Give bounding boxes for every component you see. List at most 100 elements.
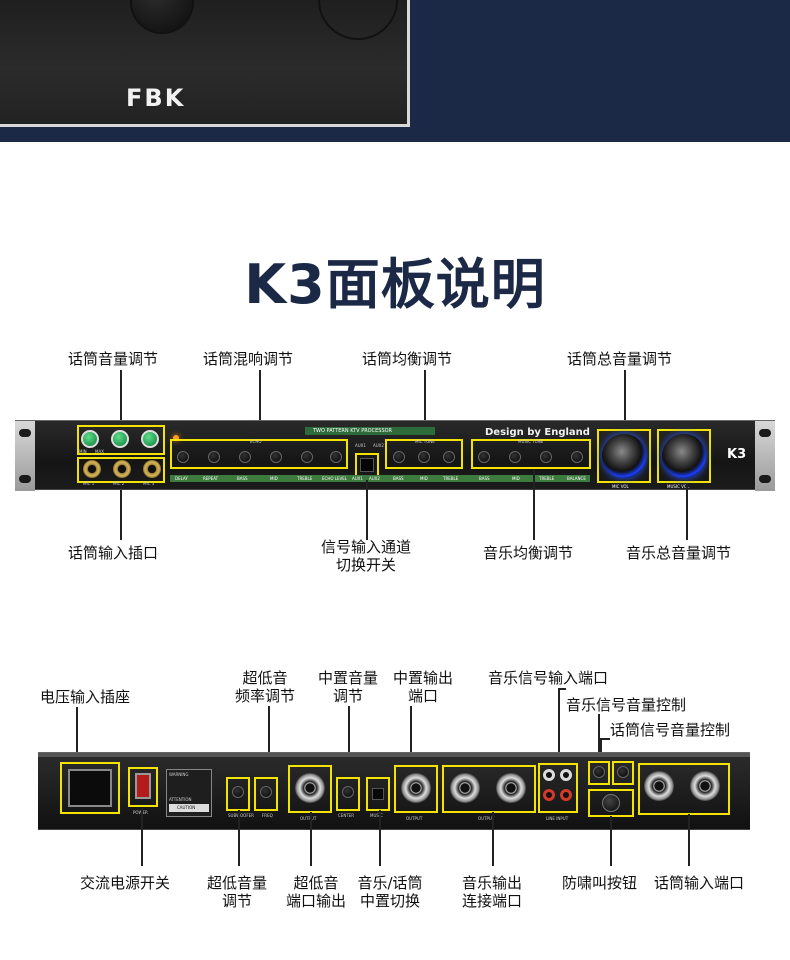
rear-panel-device: POWER WARNING ATTENTION CAUTION SUBWOOFE… xyxy=(38,752,750,830)
pointer-line xyxy=(310,812,312,866)
mic-input-xlr-2[interactable] xyxy=(690,771,720,801)
highlight-mic-vol-ctrl xyxy=(612,761,634,785)
label-ac-switch: 交流电源开关 xyxy=(80,874,171,892)
mic-mid-knob[interactable] xyxy=(418,451,430,463)
center-output-xlr[interactable] xyxy=(401,773,431,803)
echo-treble-knob[interactable] xyxy=(301,451,313,463)
rack-slot xyxy=(19,475,31,483)
music-mic-center-switch[interactable] xyxy=(372,788,384,800)
pointer-line xyxy=(533,470,535,540)
mic1-input-jack[interactable] xyxy=(83,460,101,478)
music-output-label: OUTPUT xyxy=(478,816,495,821)
mic2-volume-knob[interactable] xyxy=(111,430,129,448)
highlight-sub-frequency xyxy=(254,777,278,811)
pointer-line xyxy=(238,810,240,866)
subwoofer-output-xlr[interactable] xyxy=(295,773,325,803)
music-signal-volume-knob[interactable] xyxy=(593,766,605,778)
subwoofer-frequency-knob[interactable] xyxy=(260,786,272,798)
mic-vol-label: MIC VOL xyxy=(612,484,629,489)
center-label: CENTER xyxy=(338,813,355,818)
music-output-right-xlr[interactable] xyxy=(496,773,526,803)
power-label: POWER xyxy=(133,810,148,815)
mic-master-volume-knob[interactable] xyxy=(602,434,646,478)
pointer-line xyxy=(688,814,690,866)
label-strip xyxy=(170,475,590,482)
strip-label: MID xyxy=(512,476,520,481)
highlight-music-output xyxy=(442,765,536,813)
label-music-vol-ctrl: 音乐信号音量控制 xyxy=(566,696,687,714)
mic-signal-volume-knob[interactable] xyxy=(617,766,629,778)
pointer-line xyxy=(120,370,122,422)
strip-label: TREBLE xyxy=(297,476,313,481)
strip-label: BASS xyxy=(393,476,404,481)
caution-badge xyxy=(169,804,209,812)
music-mid-knob[interactable] xyxy=(509,451,521,463)
line-input-rca-3[interactable] xyxy=(543,789,555,801)
music-output-left-xlr[interactable] xyxy=(450,773,480,803)
pointer-line xyxy=(268,706,270,758)
strip-label: DELAY xyxy=(175,476,188,481)
balance-knob[interactable] xyxy=(571,451,583,463)
label-music-out-line2: 连接端口 xyxy=(461,892,522,910)
music-switch-label: MUSIC xyxy=(370,813,383,818)
pointer-line xyxy=(259,370,261,422)
line-input-rca-4[interactable] xyxy=(560,789,572,801)
label-music-out-line1: 音乐输出 xyxy=(461,874,522,892)
line-input-rca-1[interactable] xyxy=(543,769,555,781)
mic-treble-knob[interactable] xyxy=(443,451,455,463)
strip-label: MID xyxy=(270,476,278,481)
label-anti-howl: 防啸叫按钮 xyxy=(562,874,638,892)
warning-heading: WARNING xyxy=(169,772,189,777)
label-mic-eq: 话筒均衡调节 xyxy=(362,350,453,368)
rack-slot xyxy=(759,429,771,437)
rack-slot xyxy=(759,475,771,483)
music-bass-knob[interactable] xyxy=(478,451,490,463)
echo-bass-knob[interactable] xyxy=(239,451,251,463)
subwoofer-volume-knob[interactable] xyxy=(232,786,244,798)
label-sub-freq-line2: 频率调节 xyxy=(234,687,295,705)
pointer-line xyxy=(624,370,626,428)
mic-bass-knob[interactable] xyxy=(393,451,405,463)
label-power-input: 电压输入插座 xyxy=(40,688,131,706)
mic3-input-jack[interactable] xyxy=(143,460,161,478)
music-treble-knob[interactable] xyxy=(540,451,552,463)
highlight-mic-volume xyxy=(77,425,165,455)
design-tagline: Design by England xyxy=(485,427,590,438)
label-center-vol-line1: 中置音量 xyxy=(317,669,378,687)
label-center-vol-line2: 调节 xyxy=(332,687,363,705)
power-inlet-socket[interactable] xyxy=(68,769,112,807)
label-sub-out-line1: 超低音 xyxy=(293,874,339,892)
echo-level-knob[interactable] xyxy=(330,451,342,463)
pointer-line xyxy=(600,738,610,740)
knob-max-label: MAX xyxy=(95,449,104,454)
highlight-mic-master xyxy=(597,429,651,483)
label-sub-out-line2: 端口输出 xyxy=(285,892,346,910)
delay-knob[interactable] xyxy=(177,451,189,463)
label-sub-vol-line2: 调节 xyxy=(221,892,252,910)
knob-min-label: MIN xyxy=(79,449,87,454)
line-input-rca-2[interactable] xyxy=(560,769,572,781)
mic2-input-jack[interactable] xyxy=(113,460,131,478)
highlight-ac-switch xyxy=(128,767,158,807)
mic3-volume-knob[interactable] xyxy=(141,430,159,448)
brand-logo: FBK xyxy=(126,84,186,112)
strip-label: AUX2 xyxy=(369,476,380,481)
aux2-label: AUX2 xyxy=(373,443,384,448)
anti-howl-button[interactable] xyxy=(602,794,620,812)
pointer-line xyxy=(558,688,566,690)
aux-switch-button[interactable] xyxy=(360,458,374,472)
music-tone-label: MUSIC TONE xyxy=(518,439,544,444)
music-master-volume-knob[interactable] xyxy=(662,434,706,478)
mic1-volume-knob[interactable] xyxy=(81,430,99,448)
mic2-jack-label: MIC 2 xyxy=(113,481,125,486)
front-panel-device: MIN MAX MIC 1 MIC 2 MIC 3 TWO PATTERN KT… xyxy=(15,420,775,491)
label-mic-input: 话筒输入插口 xyxy=(68,544,159,562)
pointer-line xyxy=(141,808,143,866)
ac-power-rocker-switch[interactable] xyxy=(135,773,151,799)
mic1-jack-label: MIC 1 xyxy=(83,481,95,486)
center-volume-knob[interactable] xyxy=(342,786,354,798)
mic-input-xlr-1[interactable] xyxy=(644,771,674,801)
caution-text: CAUTION xyxy=(177,805,196,810)
echo-mid-knob[interactable] xyxy=(270,451,282,463)
repeat-knob[interactable] xyxy=(208,451,220,463)
